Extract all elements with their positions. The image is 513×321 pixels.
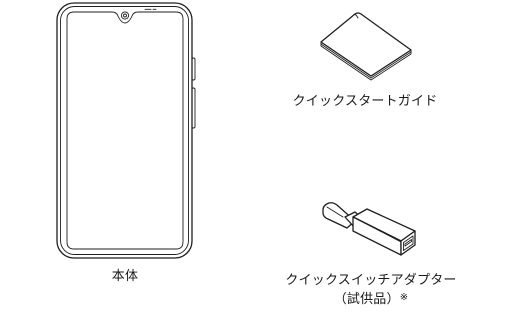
smartphone-illustration — [52, 0, 198, 262]
quick-start-guide-illustration — [311, 6, 419, 82]
quick-switch-adapter-caption: クイックスイッチアダプター （試供品）※ — [258, 272, 484, 308]
adapter-caption-line2: （試供品）※ — [258, 289, 484, 308]
quick-switch-adapter-illustration — [315, 195, 423, 265]
smartphone-icon — [56, 2, 196, 259]
main-unit-caption: 本体 — [111, 269, 139, 284]
trial-item-label: （試供品） — [333, 292, 400, 307]
quick-start-guide-caption: クイックスタートガイド — [292, 94, 438, 109]
booklet-icon — [320, 12, 412, 81]
note-mark: ※ — [399, 292, 409, 303]
adapter-caption-line1: クイックスイッチアダプター — [285, 273, 457, 288]
usb-adapter-icon — [322, 202, 416, 256]
